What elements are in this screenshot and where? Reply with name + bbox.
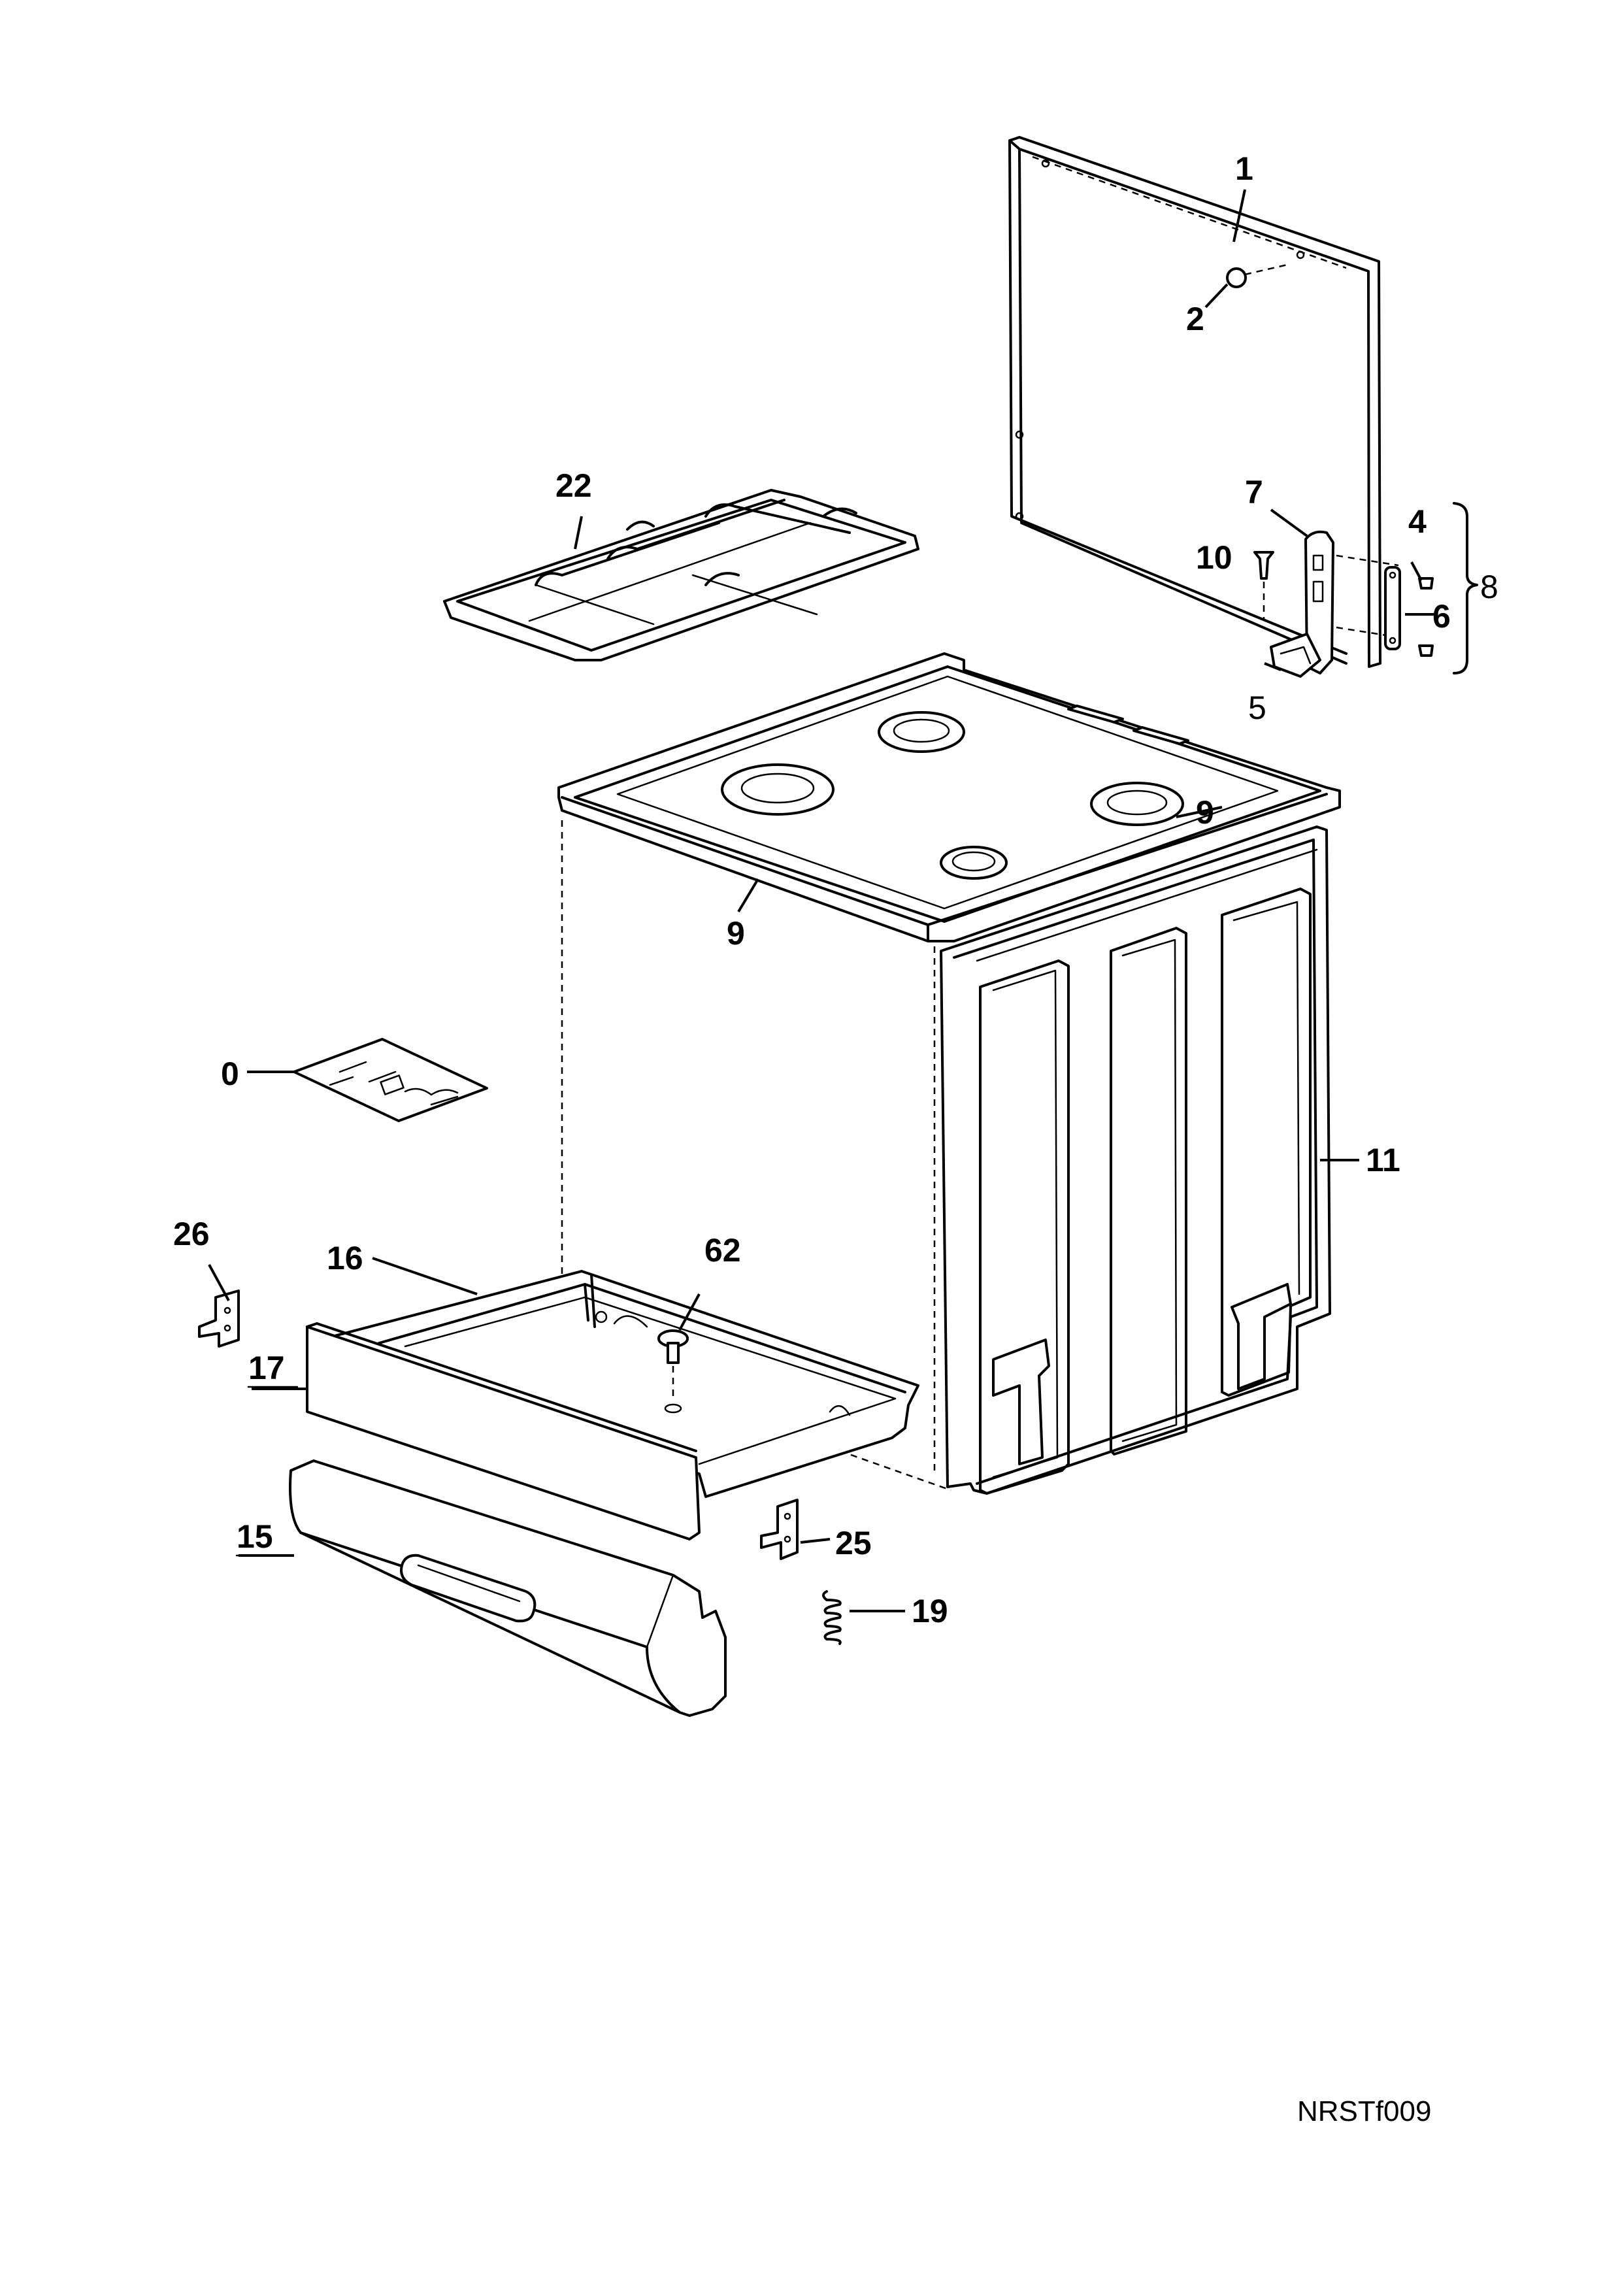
callout-15: 15	[237, 1518, 273, 1555]
part-bracket-25	[760, 1499, 799, 1560]
callout-11: 11	[1366, 1142, 1400, 1178]
part-hinge-plate	[1384, 566, 1401, 650]
callout-5: 5	[1248, 690, 1266, 726]
callout-7: 7	[1245, 474, 1263, 510]
leader-lines	[208, 189, 1438, 1612]
part-drawer-front	[306, 1322, 701, 1540]
part-manual	[293, 1038, 488, 1122]
part-hob-top	[557, 652, 1341, 942]
part-hinge-screws-small	[1418, 577, 1434, 657]
callout-16: 16	[327, 1240, 363, 1276]
part-front-panel	[940, 825, 1331, 1495]
callout-2: 2	[1186, 301, 1204, 337]
callout-62: 62	[704, 1232, 741, 1269]
part-lid-knob	[1226, 263, 1288, 288]
part-bracket-26	[198, 1289, 240, 1348]
part-drawer-glide	[657, 1329, 689, 1414]
callout-9-front: 9	[727, 915, 745, 952]
callout-8: 8	[1480, 569, 1498, 605]
callout-26: 26	[173, 1216, 210, 1252]
part-cabinet-body	[561, 820, 951, 1491]
callout-6: 6	[1432, 598, 1451, 635]
callout-25: 25	[835, 1525, 872, 1561]
callout-4: 4	[1408, 503, 1427, 540]
callout-underlines	[235, 1386, 299, 1557]
part-hinge-assembly	[1270, 530, 1334, 678]
callout-labels: 1 2 7 4 10 6 8 5 22 9 9 0 11 26 16 62 17…	[173, 150, 1498, 1629]
bracket-group-8	[1453, 502, 1478, 674]
part-plinth	[289, 1459, 727, 1717]
callout-0: 0	[221, 1056, 239, 1092]
part-pan-support	[443, 489, 919, 661]
part-spring	[822, 1590, 842, 1645]
callout-9-right: 9	[1196, 794, 1214, 831]
callout-22: 22	[555, 467, 592, 504]
part-lid	[1008, 136, 1381, 668]
callout-17: 17	[248, 1350, 285, 1386]
callout-10: 10	[1196, 539, 1232, 576]
part-drawer	[306, 1270, 919, 1498]
callout-1: 1	[1235, 150, 1253, 187]
drawing-code: NRSTf009	[1297, 2095, 1431, 2127]
callout-19: 19	[912, 1593, 948, 1629]
